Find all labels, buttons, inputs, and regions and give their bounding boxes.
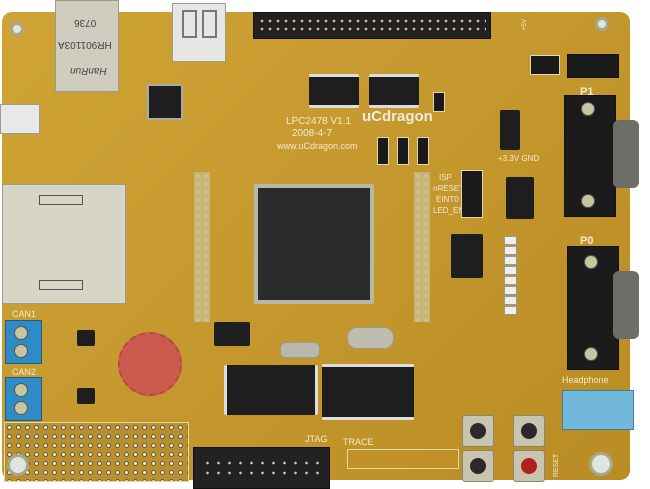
mcu-header-right bbox=[414, 172, 430, 322]
can-transceiver-1 bbox=[77, 330, 95, 346]
reset-button[interactable] bbox=[513, 450, 545, 482]
crystal-2 bbox=[347, 327, 394, 349]
crystal-1 bbox=[280, 342, 320, 358]
jumper-top[interactable] bbox=[433, 92, 445, 112]
db9-connector-p1[interactable] bbox=[564, 95, 639, 217]
logic-chip bbox=[506, 177, 534, 219]
can2-terminal[interactable] bbox=[5, 377, 42, 421]
lpc2478-mcu bbox=[254, 184, 374, 304]
ethernet-phy-chip bbox=[147, 84, 183, 120]
board-date-label: 2008-4-7 bbox=[292, 128, 333, 139]
db9-connector-p0[interactable] bbox=[567, 246, 639, 370]
prototyping-area bbox=[4, 422, 189, 482]
power-select-jumper[interactable] bbox=[530, 55, 560, 75]
mcu-header-left bbox=[194, 172, 210, 322]
jumper-label-isp: ISP bbox=[439, 173, 452, 182]
website-label: www.uCdragon.com bbox=[277, 141, 358, 151]
buffer-chip-1 bbox=[309, 74, 359, 108]
mounting-hole-bottom-right bbox=[589, 452, 613, 476]
headphone-jack[interactable] bbox=[562, 390, 634, 430]
serial-label-p0: P0 bbox=[580, 235, 594, 247]
ethernet-jack: HanRun HR901103A 0736 bbox=[55, 0, 119, 92]
mounting-hole-top-right bbox=[595, 17, 609, 31]
jumper-usb-3[interactable] bbox=[417, 137, 429, 165]
power-label: +3.3V GND bbox=[498, 154, 540, 163]
mini-usb-connector bbox=[0, 104, 40, 134]
user-button-3[interactable] bbox=[462, 450, 494, 482]
ethernet-brand: HanRun bbox=[70, 65, 107, 76]
jumper-usb-2[interactable] bbox=[397, 137, 409, 165]
reset-label: RESET bbox=[553, 453, 561, 478]
trace-label: TRACE bbox=[343, 437, 374, 447]
expansion-header-top bbox=[253, 12, 491, 39]
user-button-2[interactable] bbox=[513, 415, 545, 447]
jtag-label: JTAG bbox=[305, 434, 328, 444]
coin-battery-holder bbox=[118, 332, 182, 396]
buffer-chip-2 bbox=[369, 74, 419, 108]
power-jack bbox=[567, 54, 619, 78]
ethernet-part: HR901103A bbox=[58, 39, 112, 50]
mounting-hole-bottom-left bbox=[7, 454, 29, 476]
jumper-usb-1[interactable] bbox=[377, 137, 389, 165]
can-transceiver-2 bbox=[77, 388, 95, 404]
power-select-labels: +5V bbox=[522, 19, 528, 30]
trace-connector bbox=[347, 449, 459, 469]
usb-host-connector bbox=[172, 3, 226, 62]
jumper-label-led-en: LED_EN bbox=[433, 206, 465, 215]
jtag-connector[interactable] bbox=[193, 447, 330, 489]
serial-label-p1: P1 bbox=[580, 86, 594, 98]
ethernet-code: 0736 bbox=[74, 17, 97, 28]
can2-label: CAN2 bbox=[12, 367, 37, 377]
user-button-1[interactable] bbox=[462, 415, 494, 447]
headphone-label: Headphone bbox=[562, 375, 609, 385]
can1-label: CAN1 bbox=[12, 309, 37, 319]
sd-card-slot bbox=[2, 184, 126, 304]
jumper-label-eint0: EINT0 bbox=[436, 195, 459, 204]
can1-terminal[interactable] bbox=[5, 320, 42, 364]
isp-jumper-block[interactable] bbox=[461, 170, 483, 218]
sdram-chip bbox=[224, 365, 318, 415]
board-name-label: LPC2478 V1.1 bbox=[286, 116, 352, 127]
jumper-label-nreset: nRESET bbox=[433, 184, 465, 193]
small-logic-chip bbox=[214, 322, 250, 346]
led-driver-chip bbox=[451, 234, 483, 278]
mounting-hole-top-left bbox=[10, 22, 24, 36]
flash-chip bbox=[322, 364, 414, 420]
brand-logo: uCdragon bbox=[362, 108, 433, 125]
voltage-regulator bbox=[500, 110, 520, 150]
